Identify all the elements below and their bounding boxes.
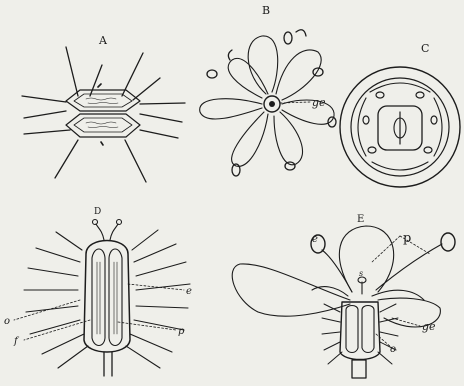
figure-d-label-p: p — [178, 326, 185, 337]
figure-e-label-o: o — [390, 344, 396, 355]
figure-a-lower-cell — [66, 114, 140, 137]
figure-d-capsule — [84, 241, 130, 353]
figure-d: D — [4, 207, 192, 376]
figure-e-label-ge: ge — [422, 320, 436, 333]
figure-e: E — [232, 214, 455, 378]
figure-d-letter: D — [94, 207, 101, 217]
figure-e-bristles — [322, 304, 398, 364]
figure-b-letter: B — [262, 4, 270, 17]
figure-d-label-f: f — [13, 336, 20, 347]
figure-c-letter: C — [421, 42, 429, 55]
figure-d-label-o: o — [4, 316, 10, 327]
figure-d-bristles — [24, 230, 190, 368]
figure-e-stamens — [311, 233, 455, 300]
figure-a: A — [22, 34, 185, 182]
figure-e-letter: E — [357, 214, 364, 225]
figure-e-label-p: p — [403, 231, 411, 246]
figure-b-label-ge: ge — [312, 96, 326, 109]
figure-d-label-e: e — [186, 286, 192, 297]
figure-a-letter: A — [98, 34, 108, 47]
figure-b: B ge — [200, 4, 336, 176]
figure-e-label-s: s — [359, 269, 363, 278]
figure-c: C — [340, 42, 460, 187]
figure-e-label-e: e — [312, 234, 318, 245]
